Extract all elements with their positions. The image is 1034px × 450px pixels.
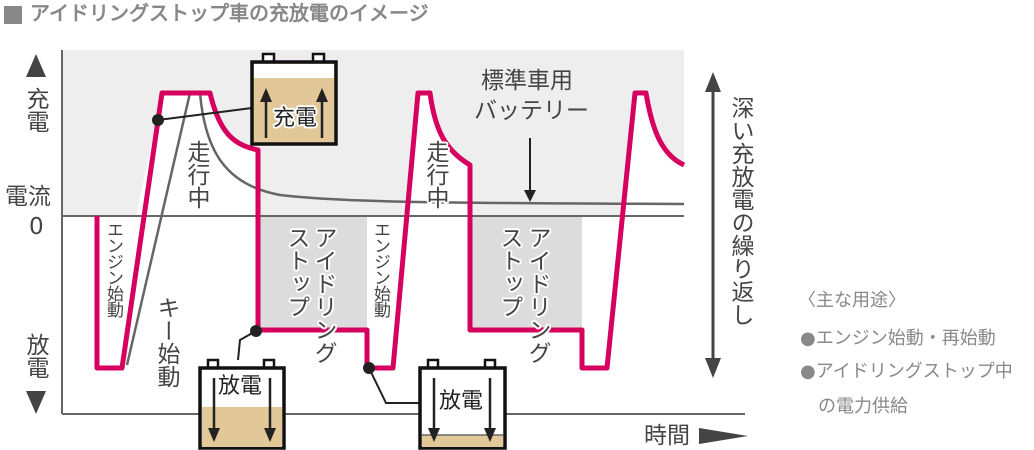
- battery-charge-icon: [250, 52, 338, 146]
- y-label-zero: 0: [29, 214, 44, 240]
- battery-discharge-low-icon: [418, 358, 507, 450]
- connector: [157, 107, 253, 121]
- legend-item: ●エンジン始動・再始動: [800, 328, 996, 349]
- label-idling-stop-1a: アイドリング: [310, 226, 336, 364]
- idling-stop-battery-line: [94, 90, 686, 371]
- connector: [237, 330, 257, 361]
- label-standard-battery-1: 標準車用: [481, 68, 573, 94]
- charge-loop-fill-3: [620, 93, 684, 216]
- title-marker: [4, 6, 22, 24]
- label-driving-1: 走行中: [183, 140, 209, 209]
- triangle-up-icon: [26, 54, 46, 77]
- triangle-down-icon: [26, 391, 46, 414]
- arrow-down-icon: [524, 190, 536, 202]
- label-idling-stop-2b: ストップ: [496, 226, 522, 318]
- battery-discharge-label-1: 放電: [218, 374, 263, 399]
- page-title: アイドリングストップ車の充放電のイメージ: [30, 1, 429, 25]
- legend-heading: 〈主な用途〉: [798, 290, 906, 311]
- charge-loop-fill-1: [97, 93, 258, 216]
- label-key-start: キー始動: [153, 296, 179, 388]
- y-label-charge: 充電: [22, 87, 48, 133]
- label-repeat: 深い充放電の繰り返し: [727, 96, 753, 326]
- label-idling-stop-1b: ストップ: [283, 226, 309, 318]
- idling-stop-zone-2: [470, 216, 582, 330]
- time-arrow-icon: [699, 428, 748, 444]
- label-engine-start-2: エンジン始動: [370, 221, 390, 317]
- label-engine-start-1: エンジン始動: [103, 221, 123, 317]
- legend-item: の電力供給: [800, 396, 908, 417]
- y-label-discharge: 放電: [22, 333, 48, 379]
- legend-item: ●アイドリングストップ中: [800, 361, 1013, 382]
- battery-discharge-label-2: 放電: [439, 389, 484, 414]
- y-label-current: 電流: [5, 184, 51, 210]
- label-driving-2: 走行中: [422, 140, 448, 209]
- double-arrow-icon: [705, 72, 721, 378]
- connector: [368, 367, 422, 404]
- standard-battery-line: [125, 92, 685, 366]
- x-label-time: 時間: [644, 423, 690, 449]
- charge-loop-fill-2: [405, 93, 470, 216]
- battery-charge-label: 充電: [273, 106, 318, 131]
- idling-stop-zone-1: [258, 216, 367, 330]
- label-standard-battery-2: バッテリー: [474, 98, 589, 124]
- battery-discharge-icon: [198, 358, 286, 450]
- label-idling-stop-2a: アイドリング: [524, 226, 550, 364]
